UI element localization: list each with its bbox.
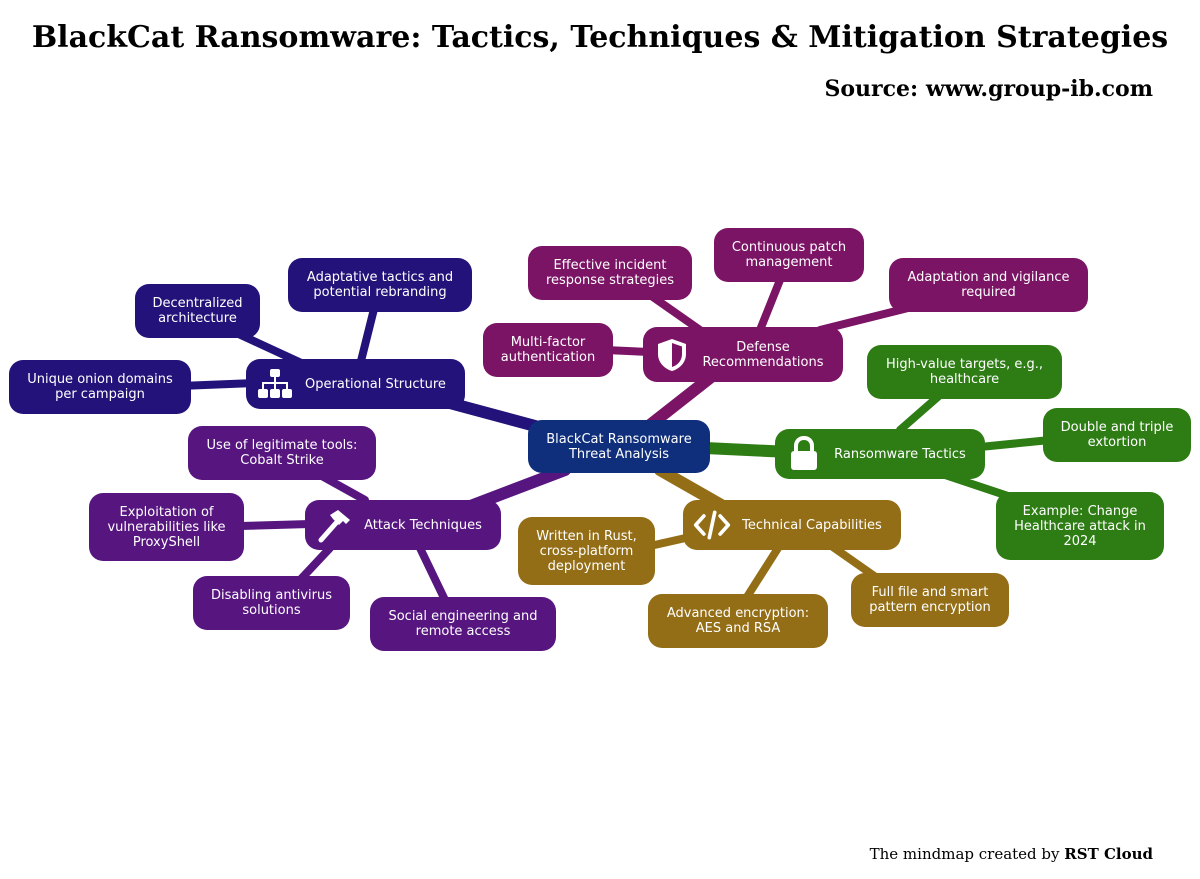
edge-att-4: [416, 544, 449, 604]
edge-def-2: [756, 276, 784, 334]
tac-child-change-healthcare: Example: Change Healthcare attack in 202…: [996, 492, 1164, 560]
edge-def-1: [646, 291, 704, 334]
edge-tac-2: [976, 436, 1054, 451]
lock-icon: [785, 435, 823, 473]
att-child-disabling-antivirus: Disabling antivirus solutions: [193, 576, 350, 630]
op-child-decentralized: Decentralized architecture: [135, 284, 260, 338]
def-child-incident-response: Effective incident response strategies: [528, 246, 692, 300]
op-child-onion-domains: Unique onion domains per campaign: [9, 360, 191, 414]
def-child-mfa: Multi-factor authentication: [483, 323, 613, 377]
att-child-proxyshell: Exploitation of vulnerabilities like Pro…: [89, 493, 244, 561]
credit-brand: RST Cloud: [1064, 845, 1153, 863]
tac-child-high-value-targets: High-value targets, e.g., healthcare: [867, 345, 1062, 399]
edge-att-2: [236, 520, 314, 530]
branch-defense-recommendations: Defense Recommendations: [643, 327, 843, 382]
att-child-social-engineering: Social engineering and remote access: [370, 597, 556, 651]
branch-label-tactics: Ransomware Tactics: [834, 446, 966, 462]
tech-child-file-encryption: Full file and smart pattern encryption: [851, 573, 1009, 627]
edge-op-2: [356, 301, 379, 369]
source-label: Source: www.group-ib.com: [824, 76, 1154, 102]
tac-child-extortion: Double and triple extortion: [1043, 408, 1191, 462]
tech-child-encryption: Advanced encryption: AES and RSA: [648, 594, 828, 648]
center-node: BlackCat Ransomware Threat Analysis: [528, 420, 710, 473]
op-child-adaptative: Adaptative tactics and potential rebrand…: [288, 258, 472, 312]
credit-prefix: The mindmap created by: [869, 845, 1065, 863]
branch-technical-capabilities: Technical Capabilities: [683, 500, 901, 550]
code-icon: [693, 506, 731, 544]
branch-label-defense: Defense Recommendations: [702, 339, 824, 370]
org-chart-icon: [256, 365, 294, 403]
def-child-patch-management: Continuous patch management: [714, 228, 864, 282]
branch-operational-structure: Operational Structure: [246, 359, 465, 409]
edge-att-3: [296, 544, 334, 584]
branch-attack-techniques: Attack Techniques: [305, 500, 501, 550]
credit-line: The mindmap created by RST Cloud: [870, 845, 1153, 863]
def-child-adaptation-vigilance: Adaptation and vigilance required: [889, 258, 1088, 312]
shield-icon: [653, 336, 691, 374]
page-title: BlackCat Ransomware: Tactics, Techniques…: [31, 20, 1169, 55]
att-child-legitimate-tools: Use of legitimate tools: Cobalt Strike: [188, 426, 376, 480]
edge-op-3: [176, 379, 259, 390]
branch-label-attack: Attack Techniques: [364, 517, 482, 533]
center-label: BlackCat Ransomware Threat Analysis: [546, 431, 692, 462]
hammer-icon: [315, 506, 353, 544]
branch-label-operational: Operational Structure: [305, 376, 446, 392]
branch-label-technical: Technical Capabilities: [742, 517, 882, 533]
tech-child-rust: Written in Rust, cross-platform deployme…: [518, 517, 655, 585]
edge-tac-1: [896, 391, 944, 434]
edge-tech-2: [741, 541, 784, 604]
branch-ransomware-tactics: Ransomware Tactics: [775, 429, 985, 479]
